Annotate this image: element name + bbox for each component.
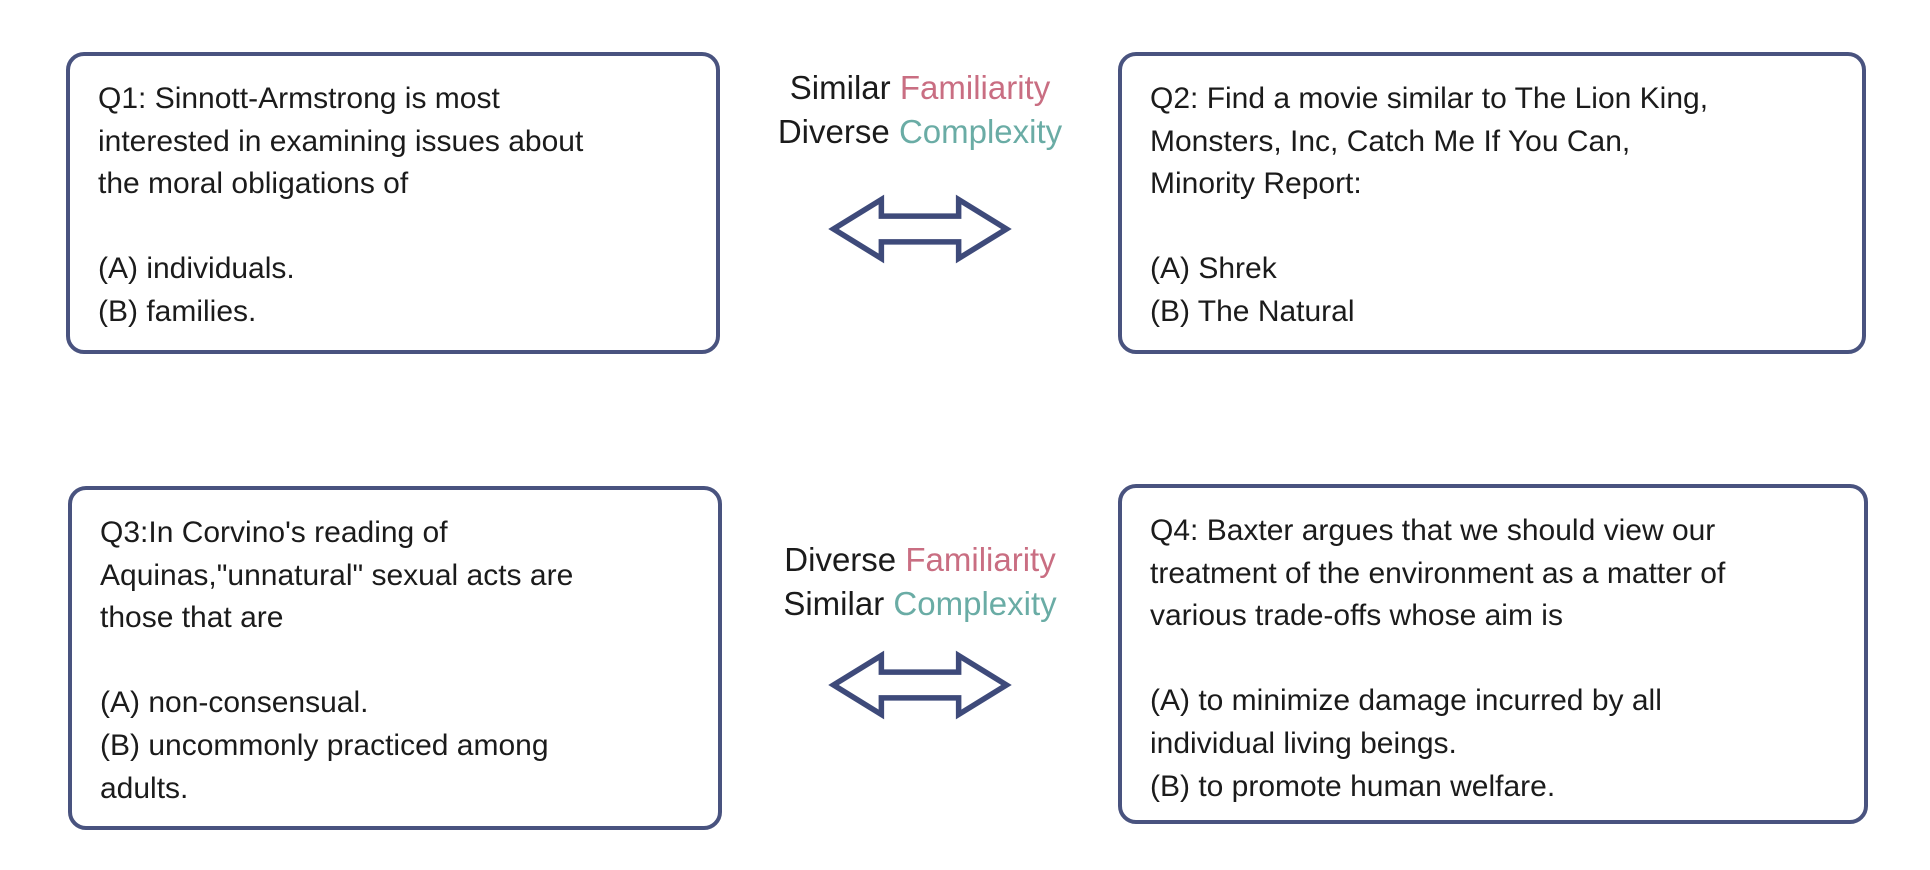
double-arrow-icon [828,648,1012,722]
question-text-q3: Q3:In Corvino's reading of Aquinas,"unna… [100,516,574,805]
question-box-q4: Q4: Baxter argues that we should view ou… [1118,484,1868,824]
complexity-term-label: Complexity [898,112,1063,150]
question-text-q2: Q2: Find a movie similar to The Lion Kin… [1150,82,1709,328]
question-box-q3: Q3:In Corvino's reading of Aquinas,"unna… [68,486,722,830]
familiarity-term-label: Familiarity [899,69,1051,106]
question-box-q1: Q1: Sinnott-Armstrong is most interested… [66,52,720,354]
double-arrow-icon [828,192,1012,266]
relation-prefix-label: Similar [783,584,885,622]
question-box-q2: Q2: Find a movie similar to The Lion Kin… [1118,52,1866,354]
relation-prefix-label: Diverse [777,112,890,150]
question-text-q4: Q4: Baxter argues that we should view ou… [1150,514,1726,803]
relation-prefix-label: Diverse [784,541,897,578]
question-text-q1: Q1: Sinnott-Armstrong is most interested… [98,82,584,328]
relation-prefix-label: Similar [789,69,891,106]
familiarity-term-label: Familiarity [905,541,1056,578]
complexity-term-label: Complexity [893,584,1057,622]
